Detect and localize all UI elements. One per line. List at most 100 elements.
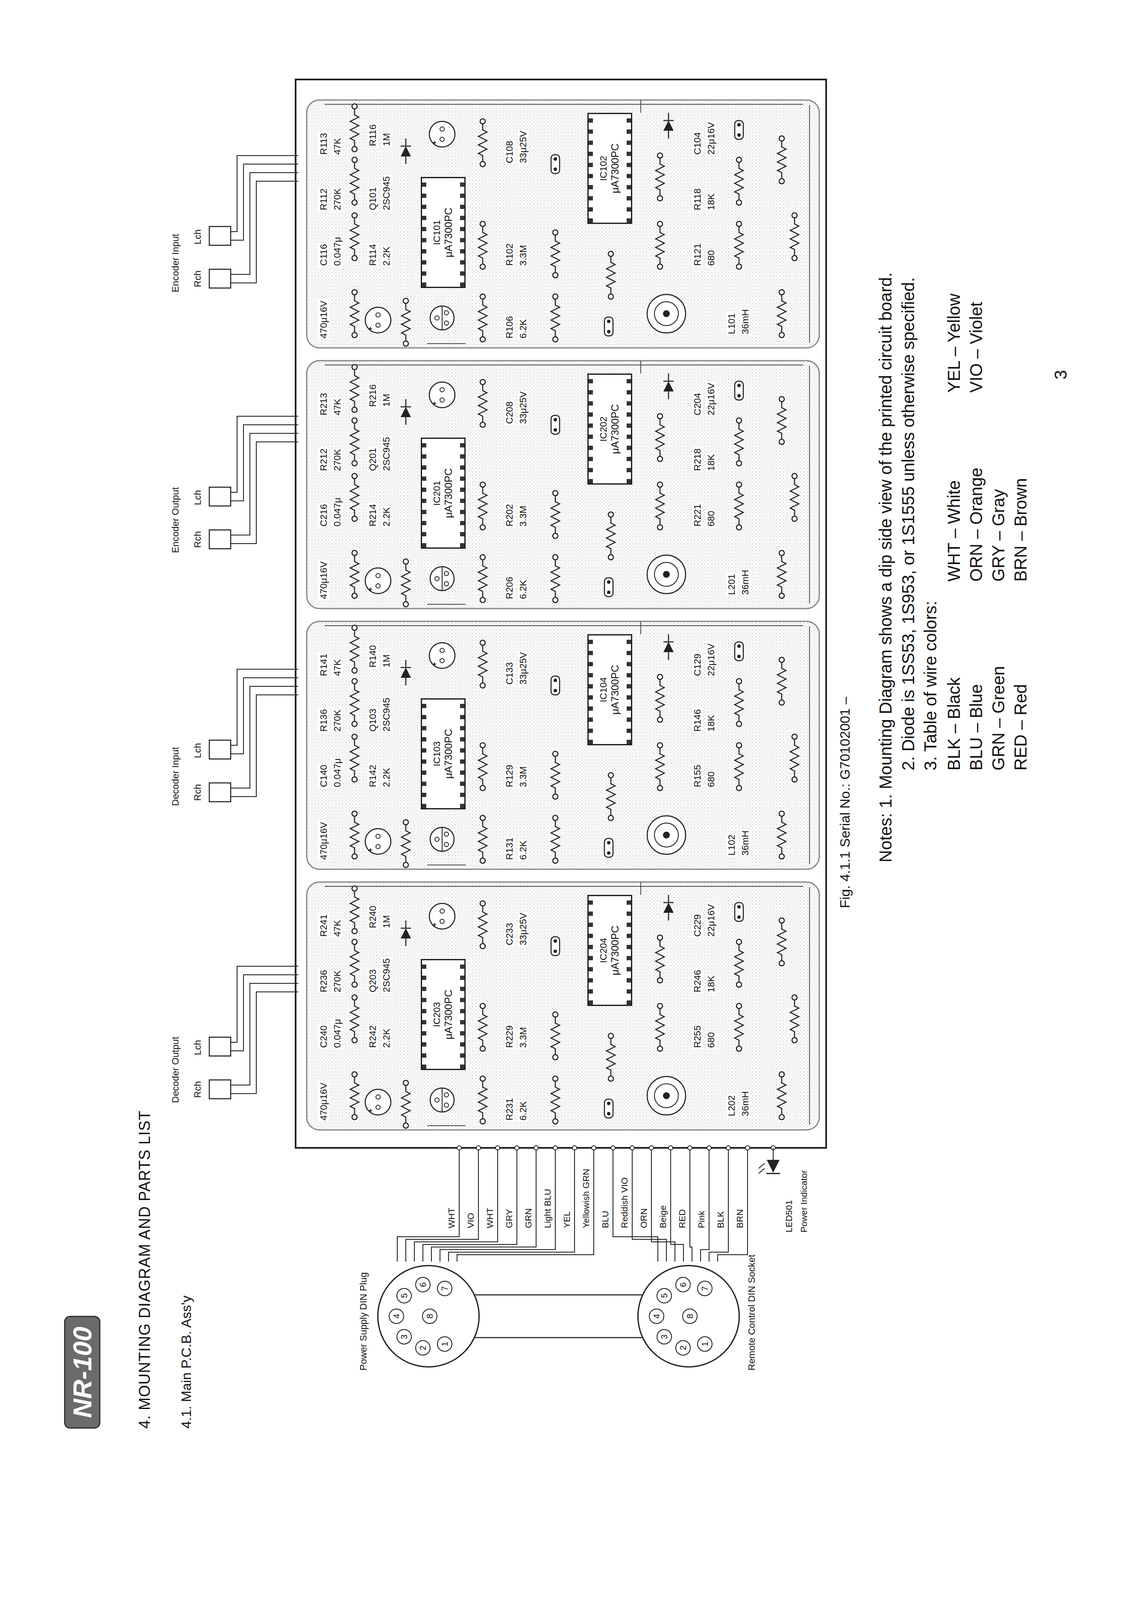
component-label: 0.047μ — [331, 1017, 343, 1049]
component-label: 6.2K — [517, 1099, 529, 1121]
component-label: 0.047μ — [331, 235, 343, 267]
ic-chip: IC203μA7300PC — [420, 958, 466, 1070]
page-heading: 4. MOUNTING DIAGRAM AND PARTS LIST — [135, 1109, 154, 1429]
wire-color-key: GRY – Gray — [988, 489, 1009, 582]
wire-color-key: BRN – Brown — [1010, 478, 1031, 582]
component-label: 270K — [331, 708, 343, 733]
component-label: R141 — [318, 652, 329, 677]
component-label: 470μ16V — [318, 560, 329, 600]
channel-label: Lch — [192, 742, 203, 758]
component-label: 47K — [331, 658, 343, 677]
component-label: 33μ25V — [517, 651, 529, 686]
component-label: 1M — [381, 913, 392, 929]
component-label: 33μ25V — [517, 129, 529, 165]
component-label: R140 — [367, 643, 379, 669]
channel-label: Rch — [192, 1080, 203, 1098]
note: Notes: 1. Mounting Diagram shows a dip s… — [875, 272, 896, 863]
component-label: R213 — [318, 391, 329, 417]
indicator-label: Power Indicator — [798, 1169, 810, 1232]
ic-part-number: μA7300PC — [609, 404, 622, 455]
component-label: 36mH — [739, 1089, 751, 1117]
component-label: R240 — [367, 904, 379, 929]
component-label: 680 — [705, 509, 717, 528]
channel-label: Lch — [192, 229, 203, 245]
component-label: R113 — [318, 131, 329, 156]
ic-designator: IC201 — [431, 480, 443, 506]
component-label: 3.3M — [517, 243, 529, 267]
component-label: R206 — [504, 575, 515, 600]
component-label: R214 — [367, 502, 379, 528]
wire-color-label: Reddish VIO — [619, 1176, 630, 1228]
component-label: R121 — [692, 242, 703, 267]
pin-number: 7 — [436, 1280, 453, 1296]
component-label: R102 — [504, 242, 515, 267]
connector-heading: Power Supply DIN Plug — [357, 1271, 370, 1370]
component-label: Q201 — [367, 446, 379, 472]
wire-color-label: YEL — [561, 1210, 572, 1228]
pin-number: 6 — [415, 1276, 431, 1292]
wire-color-label: WHT — [484, 1207, 496, 1228]
ic-chip: IC202μA7300PC — [587, 373, 633, 485]
connector-label: Decoder Input — [170, 746, 181, 806]
ic-designator: IC104 — [598, 677, 610, 703]
ic-designator: IC204 — [598, 937, 610, 963]
component-label: R106 — [504, 314, 515, 340]
component-label: 36mH — [739, 829, 751, 857]
ic-designator: IC102 — [598, 155, 610, 182]
wire-color-key: BLK – Black — [944, 677, 964, 771]
pin-number: 4 — [648, 1307, 665, 1324]
pcb-outline — [295, 79, 827, 1148]
component-label: 2SC945 — [381, 175, 392, 212]
wire-color-key: RED – Red — [1010, 683, 1031, 771]
jack-wires — [230, 155, 299, 1094]
channel-label: Lch — [192, 1039, 203, 1055]
wire-color-label: BLU — [600, 1210, 611, 1228]
ic-part-number: μA7300PC — [442, 468, 455, 519]
component-label: 33μ25V — [517, 911, 529, 946]
component-label: 2SC945 — [381, 956, 392, 993]
component-label: R114 — [367, 243, 379, 267]
component-label: 0.047μ — [331, 496, 343, 528]
ic-part-number: μA7300PC — [442, 207, 455, 258]
component-label: R212 — [318, 447, 329, 472]
pin-number: 3 — [396, 1328, 412, 1344]
component-label: R118 — [692, 187, 703, 212]
ic-chip: IC101μA7300PC — [420, 176, 466, 288]
pin-number: 8 — [682, 1307, 698, 1324]
ic-chip: IC104μA7300PC — [587, 633, 633, 745]
product-badge: NR-100 — [64, 1315, 101, 1429]
component-label: L201 — [726, 572, 737, 596]
component-label: 2SC945 — [381, 435, 392, 472]
component-label: Q203 — [367, 967, 379, 993]
component-label: 0.047μ — [331, 756, 343, 788]
ic-designator: IC203 — [431, 1001, 443, 1027]
component-label: 6.2K — [517, 839, 529, 861]
component-label: R116 — [367, 123, 379, 147]
component-label: Q103 — [367, 707, 379, 733]
component-label: R246 — [692, 968, 703, 993]
ic-designator: IC101 — [431, 219, 443, 246]
component-label: 1M — [381, 392, 392, 408]
component-label: R131 — [504, 835, 515, 861]
pin-number: 2 — [415, 1339, 431, 1355]
component-label: R241 — [318, 912, 329, 938]
component-label: L101 — [726, 312, 737, 335]
pin-number: 3 — [656, 1328, 672, 1344]
ic-part-number: μA7300PC — [609, 143, 622, 194]
component-label: C240 — [318, 1023, 329, 1049]
ic-part-number: μA7300PC — [609, 664, 622, 715]
channel-label: Rch — [192, 270, 203, 288]
component-label: 2SC945 — [381, 696, 392, 733]
figure-caption: Fig. 4.1.1 Serial No.: G70102001 – — [837, 696, 854, 908]
component-label: L102 — [726, 833, 737, 857]
pin-number: 2 — [675, 1339, 691, 1355]
ic-chip: IC103μA7300PC — [420, 697, 466, 810]
ic-part-number: μA7300PC — [442, 989, 455, 1040]
component-label: 1M — [381, 131, 392, 147]
wire-color-key: ORN – Orange — [966, 467, 986, 582]
component-label: 3.3M — [517, 765, 529, 788]
component-label: 680 — [705, 770, 717, 788]
component-label: 47K — [331, 137, 343, 156]
component-label: R236 — [318, 968, 329, 993]
